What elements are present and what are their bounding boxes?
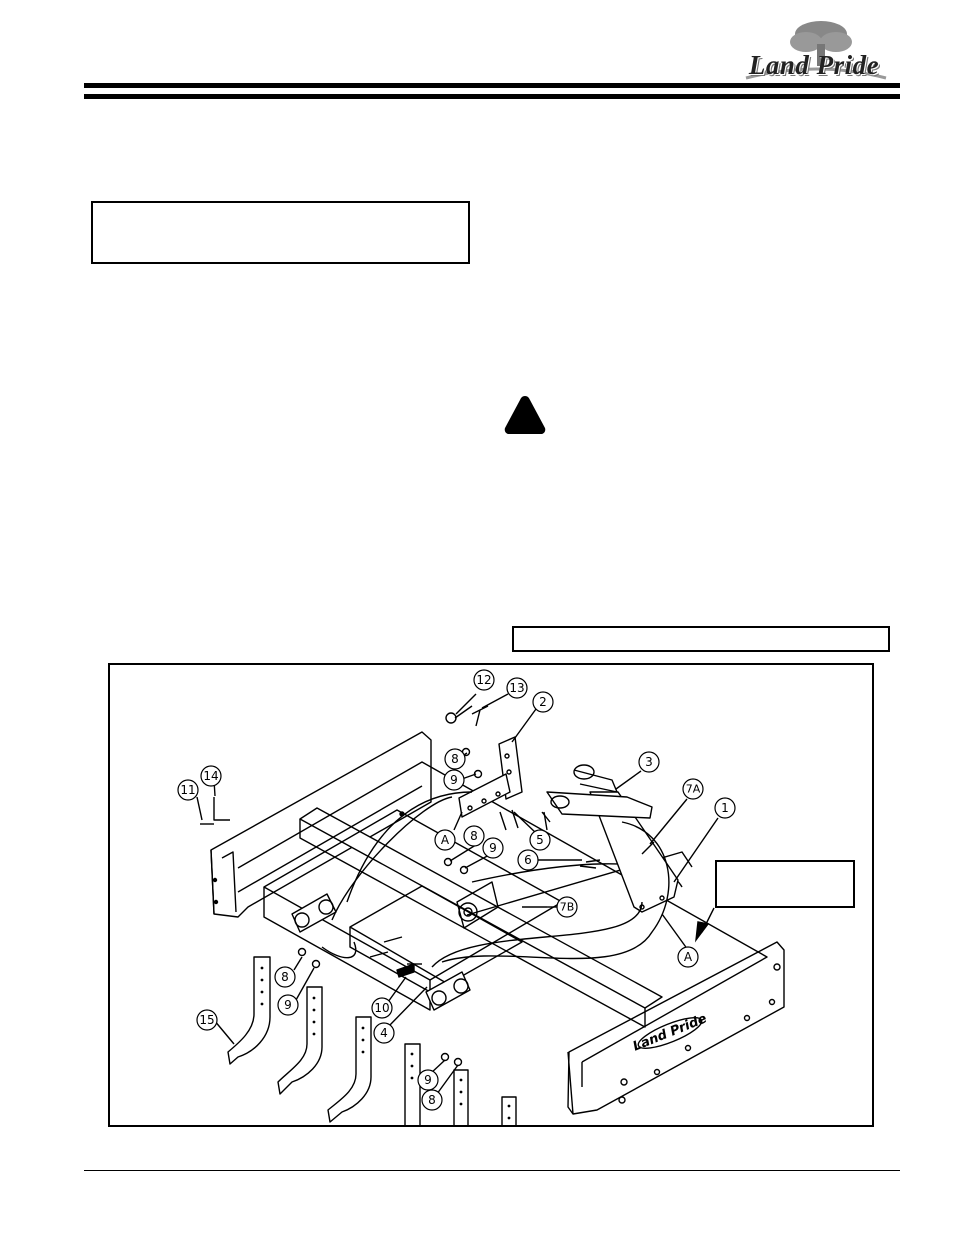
header-rule-bottom — [84, 94, 900, 99]
callout-label: 7B — [560, 901, 575, 914]
assembly-figure: 12 13 2 8 9 3 7A 1 14 11 A 8 9 5 6 7B A … — [108, 663, 874, 1127]
callout-label: 4 — [380, 1026, 388, 1040]
callout-label: 9 — [284, 998, 292, 1012]
callout-label: 10 — [374, 1001, 389, 1015]
callout-label: 1 — [721, 801, 729, 815]
callout-label: 8 — [281, 970, 289, 984]
footer-rule — [84, 1170, 900, 1171]
callout-label: 5 — [536, 833, 544, 847]
callout-label: 9 — [489, 841, 497, 855]
figure-caption-box — [512, 626, 890, 652]
callout-label: 14 — [203, 769, 218, 783]
brand-logo-text: Land Pride — [748, 50, 880, 80]
callout-label: 6 — [524, 853, 532, 867]
callout-label: 2 — [539, 695, 547, 709]
warning-icon — [504, 396, 546, 434]
callout-label: 7A — [686, 783, 701, 796]
callout-note-box — [715, 860, 855, 908]
callout-label: 13 — [509, 681, 524, 695]
callout-label: 9 — [424, 1073, 432, 1087]
callout-label: A — [684, 950, 693, 964]
callout-label: 8 — [470, 829, 478, 843]
assembly-drawing: 12 13 2 8 9 3 7A 1 14 11 A 8 9 5 6 7B A … — [177, 669, 785, 1125]
callout-label: 12 — [476, 673, 491, 687]
callout-label: 8 — [428, 1093, 436, 1107]
callout-label: 15 — [199, 1013, 214, 1027]
callout-label: A — [441, 833, 450, 847]
callout-label: 9 — [450, 773, 458, 787]
callout-label: 3 — [645, 755, 653, 769]
header-rule-top — [84, 83, 900, 88]
tree-icon — [745, 21, 887, 80]
callout-label: 8 — [451, 752, 459, 766]
land-pride-logo: Land Pride — [726, 14, 902, 84]
note-box — [91, 201, 470, 264]
callout-label: 11 — [180, 783, 195, 797]
